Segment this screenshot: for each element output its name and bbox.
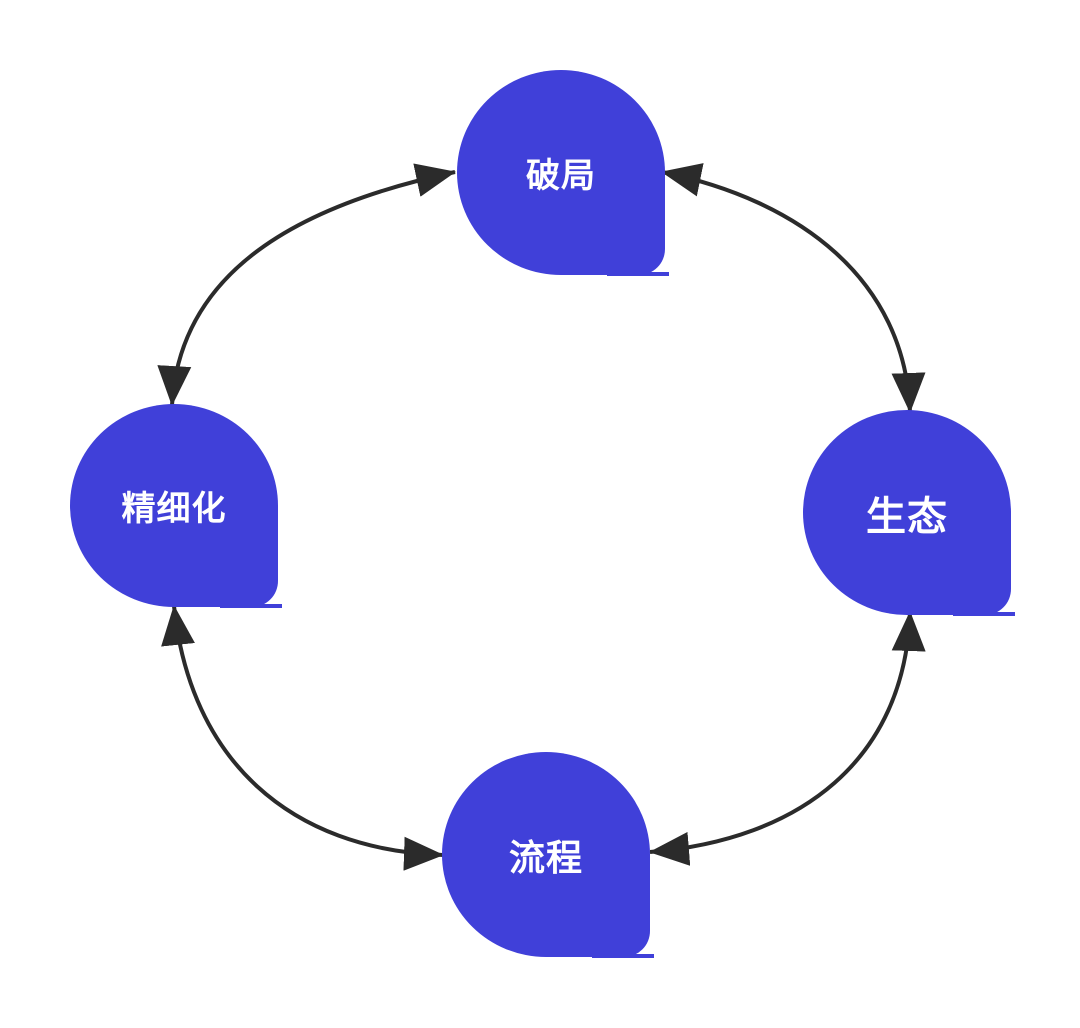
node-label-pojv: 破局: [526, 156, 596, 196]
node-label-shengtai: 生态: [866, 493, 948, 540]
node-liucheng: 流程: [442, 752, 654, 958]
arrow-left-top: [157, 163, 456, 406]
node-pojv: 破局: [457, 70, 669, 276]
node-jingxihua: 精细化: [70, 404, 282, 608]
arrow-right-bottom: [649, 611, 926, 866]
node-shengtai: 生态: [803, 410, 1015, 616]
arrow-bottom-left: [161, 605, 444, 871]
arrow-top-right: [661, 163, 926, 413]
node-label-liucheng: 流程: [508, 837, 583, 879]
node-label-jingxihua: 精细化: [121, 489, 227, 529]
